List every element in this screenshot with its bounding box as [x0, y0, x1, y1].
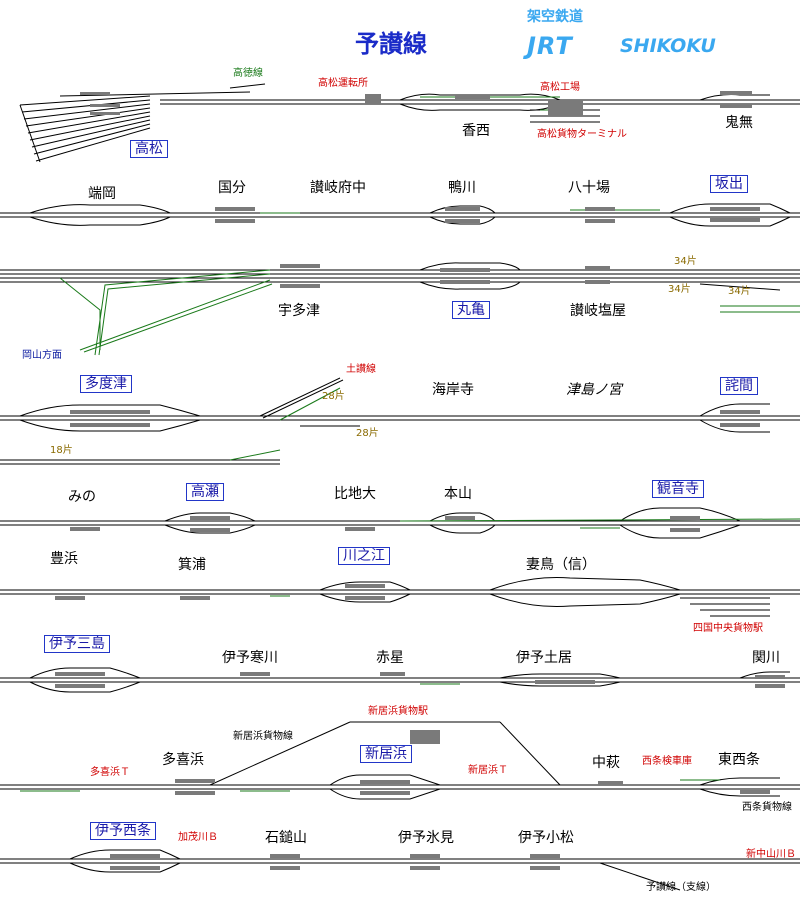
note-shikokuchuo: 四国中央貨物駅: [693, 623, 763, 634]
station-kozai[interactable]: 香西: [462, 123, 490, 139]
note-p34c: 34片: [728, 286, 751, 297]
note-niihamakamotsusen: 新居浜貨物線: [233, 731, 293, 742]
station-yasoba[interactable]: 八十場: [568, 180, 610, 196]
note-saijokamotsu: 西条貨物線: [742, 802, 792, 813]
station-sakaide[interactable]: 坂出: [710, 175, 748, 193]
station-kinashi[interactable]: 鬼無: [725, 115, 753, 131]
note-takihamaT: 多喜浜Ｔ: [90, 767, 130, 778]
station-niihama[interactable]: 新居浜: [360, 745, 412, 763]
note-p34b: 34片: [668, 284, 691, 295]
note-okayama: 岡山方面: [22, 350, 62, 361]
line-title: 予讃線: [355, 30, 427, 58]
sidings: [20, 96, 800, 792]
note-niihamaT: 新居浜Ｔ: [468, 765, 508, 776]
station-takamatsu[interactable]: 高松: [130, 140, 168, 158]
note-kamogawaB: 加茂川Ｂ: [178, 832, 218, 843]
note-unten: 高松運転所: [318, 78, 368, 89]
station-iyosangawa[interactable]: 伊予寒川: [222, 650, 278, 666]
note-saijokensha: 西条検車庫: [642, 756, 692, 767]
station-mino[interactable]: みの: [68, 489, 96, 505]
station-sanukifuchu[interactable]: 讃岐府中: [310, 180, 366, 196]
station-motoyama[interactable]: 本山: [444, 486, 472, 502]
station-kanonji[interactable]: 観音寺: [652, 480, 704, 498]
note-dosan: 土讃線: [346, 364, 376, 375]
note-kojo: 高松工場: [540, 82, 580, 93]
station-iyosaijo[interactable]: 伊予西条: [90, 822, 156, 840]
station-takase[interactable]: 高瀬: [186, 483, 224, 501]
note-p28b: 28片: [356, 428, 379, 439]
station-sanukishioya[interactable]: 讃岐塩屋: [570, 303, 626, 319]
note-shinnakayamaB: 新中山川Ｂ: [746, 849, 796, 860]
station-tsumatori[interactable]: 妻鳥（信）: [526, 557, 596, 573]
note-p34a: 34片: [674, 256, 697, 267]
station-sekikawa[interactable]: 関川: [752, 650, 780, 666]
note-p18: 18片: [50, 445, 73, 456]
station-kawanoe[interactable]: 川之江: [338, 547, 390, 565]
station-kaiganji[interactable]: 海岸寺: [432, 382, 474, 398]
station-iyohimi[interactable]: 伊予氷見: [398, 830, 454, 846]
station-takihama[interactable]: 多喜浜: [162, 752, 204, 768]
station-iyomishima[interactable]: 伊予三島: [44, 635, 110, 653]
station-tsushimanomiya[interactable]: 津島ノ宮: [566, 382, 622, 398]
station-nakahagi[interactable]: 中萩: [592, 755, 620, 771]
logo-shikoku: SHIKOKU: [620, 35, 716, 57]
station-takuma[interactable]: 詫間: [720, 377, 758, 395]
note-kamotsu: 高松貨物ターミナル: [537, 129, 627, 140]
note-niihamakamotsu: 新居浜貨物駅: [368, 706, 428, 717]
logo-kuso: 架空鉄道: [527, 9, 583, 25]
note-p28a: 28片: [322, 391, 345, 402]
station-hashioka[interactable]: 端岡: [88, 186, 116, 202]
station-kokubu[interactable]: 国分: [218, 180, 246, 196]
logo-jrt: JRT: [527, 32, 573, 60]
station-iyodoi[interactable]: 伊予土居: [516, 650, 572, 666]
main-tracks: [0, 83, 800, 891]
station-toyohama[interactable]: 豊浜: [50, 551, 78, 567]
station-akaboshi[interactable]: 赤星: [376, 650, 404, 666]
station-marugame[interactable]: 丸亀: [452, 301, 490, 319]
station-ishizuchiyama[interactable]: 石鎚山: [265, 830, 307, 846]
station-minoura[interactable]: 箕浦: [178, 557, 206, 573]
station-tadotsu[interactable]: 多度津: [80, 375, 132, 393]
station-kamogawa[interactable]: 鴨川: [448, 180, 476, 196]
station-iyokomatsu[interactable]: 伊予小松: [518, 830, 574, 846]
note-shisen: 予讃線（支線）: [646, 882, 716, 893]
platforms: [55, 91, 785, 870]
station-hijiri[interactable]: 比地大: [334, 486, 376, 502]
station-higashisaijo[interactable]: 東西条: [718, 752, 760, 768]
note-kotoku: 高徳線: [233, 68, 263, 79]
station-utazu[interactable]: 宇多津: [278, 303, 320, 319]
